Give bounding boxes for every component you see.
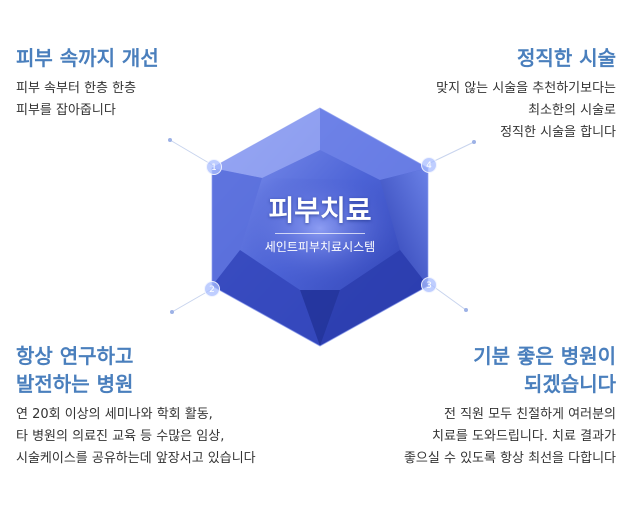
feature-description: 피부 속부터 한층 한층 피부를 잡아줍니다 bbox=[16, 78, 159, 122]
description-line: 시술케이스를 공유하는데 앞장서고 있습니다 bbox=[16, 451, 256, 466]
center-title: 피부치료 bbox=[268, 194, 372, 227]
feature-skin-improvement: 피부 속까지 개선 피부 속부터 한층 한층 피부를 잡아줍니다 bbox=[16, 44, 159, 122]
description-line: 피부를 잡아줍니다 bbox=[16, 103, 116, 118]
feature-title: 항상 연구하고 발전하는 병원 bbox=[16, 342, 256, 398]
connector-dot bbox=[464, 308, 468, 312]
description-line: 타 병원의 의료진 교육 등 수많은 임상, bbox=[16, 429, 225, 444]
feature-title: 기분 좋은 병원이 되겠습니다 bbox=[404, 342, 616, 398]
description-line: 연 20회 이상의 세미나와 학회 활동, bbox=[16, 407, 213, 422]
node-4-icon: 4 bbox=[421, 157, 437, 173]
feature-pleasant-hospital: 기분 좋은 병원이 되겠습니다 전 직원 모두 친절하게 여러분의 치료를 도와… bbox=[404, 342, 616, 470]
feature-title: 피부 속까지 개선 bbox=[16, 46, 159, 70]
feature-title: 정직한 시술 bbox=[517, 46, 616, 70]
description-line: 최소한의 시술로 bbox=[528, 103, 616, 118]
connector-dot bbox=[472, 140, 476, 144]
feature-honest-treatment: 정직한 시술 맞지 않는 시술을 추천하기보다는 최소한의 시술로 정직한 시술… bbox=[436, 44, 616, 144]
node-2-icon: 2 bbox=[204, 281, 220, 297]
description-line: 전 직원 모두 친절하게 여러분의 bbox=[443, 407, 616, 422]
title-line: 항상 연구하고 bbox=[16, 344, 134, 368]
title-line: 되겠습니다 bbox=[524, 372, 616, 396]
connector-dot bbox=[168, 138, 172, 142]
description-line: 좋으실 수 있도록 항상 최선을 다합니다 bbox=[403, 451, 616, 466]
description-line: 맞지 않는 시술을 추천하기보다는 bbox=[436, 81, 616, 96]
title-line: 발전하는 병원 bbox=[16, 372, 134, 396]
center-divider bbox=[275, 233, 365, 234]
description-line: 정직한 시술을 합니다 bbox=[500, 125, 616, 140]
hexagon-gem bbox=[211, 107, 429, 347]
node-3-icon: 3 bbox=[421, 277, 437, 293]
center-subtitle: 세인트피부치료시스템 bbox=[264, 240, 376, 254]
feature-research-hospital: 항상 연구하고 발전하는 병원 연 20회 이상의 세미나와 학회 활동, 타 … bbox=[16, 342, 256, 470]
feature-description: 전 직원 모두 친절하게 여러분의 치료를 도와드립니다. 치료 결과가 좋으실… bbox=[404, 404, 616, 470]
feature-description: 맞지 않는 시술을 추천하기보다는 최소한의 시술로 정직한 시술을 합니다 bbox=[436, 78, 616, 144]
description-line: 피부 속부터 한층 한층 bbox=[16, 81, 137, 96]
node-1-icon: 1 bbox=[206, 159, 222, 175]
connector-dot bbox=[170, 310, 174, 314]
feature-description: 연 20회 이상의 세미나와 학회 활동, 타 병원의 의료진 교육 등 수많은… bbox=[16, 404, 256, 470]
description-line: 치료를 도와드립니다. 치료 결과가 bbox=[432, 429, 616, 444]
title-line: 기분 좋은 병원이 bbox=[473, 344, 616, 368]
